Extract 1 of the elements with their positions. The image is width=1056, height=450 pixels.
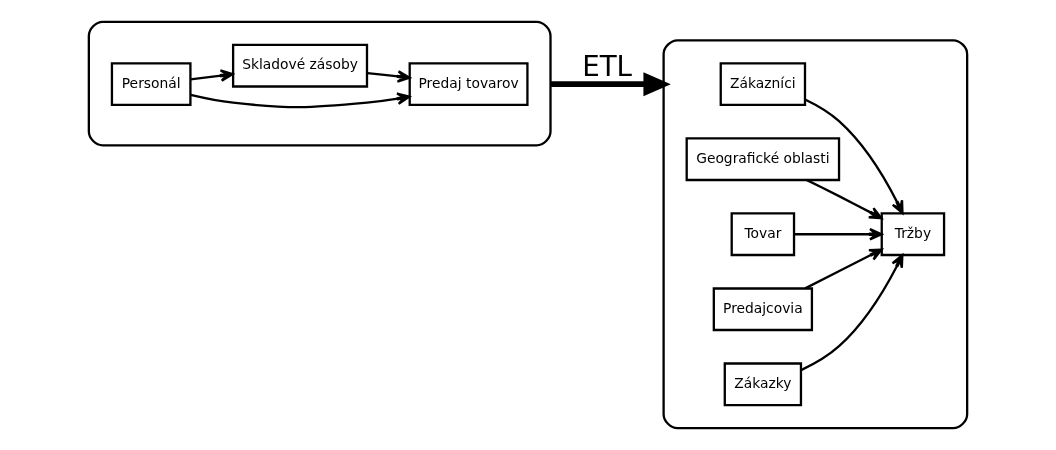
edge-label: ETL (582, 50, 632, 84)
